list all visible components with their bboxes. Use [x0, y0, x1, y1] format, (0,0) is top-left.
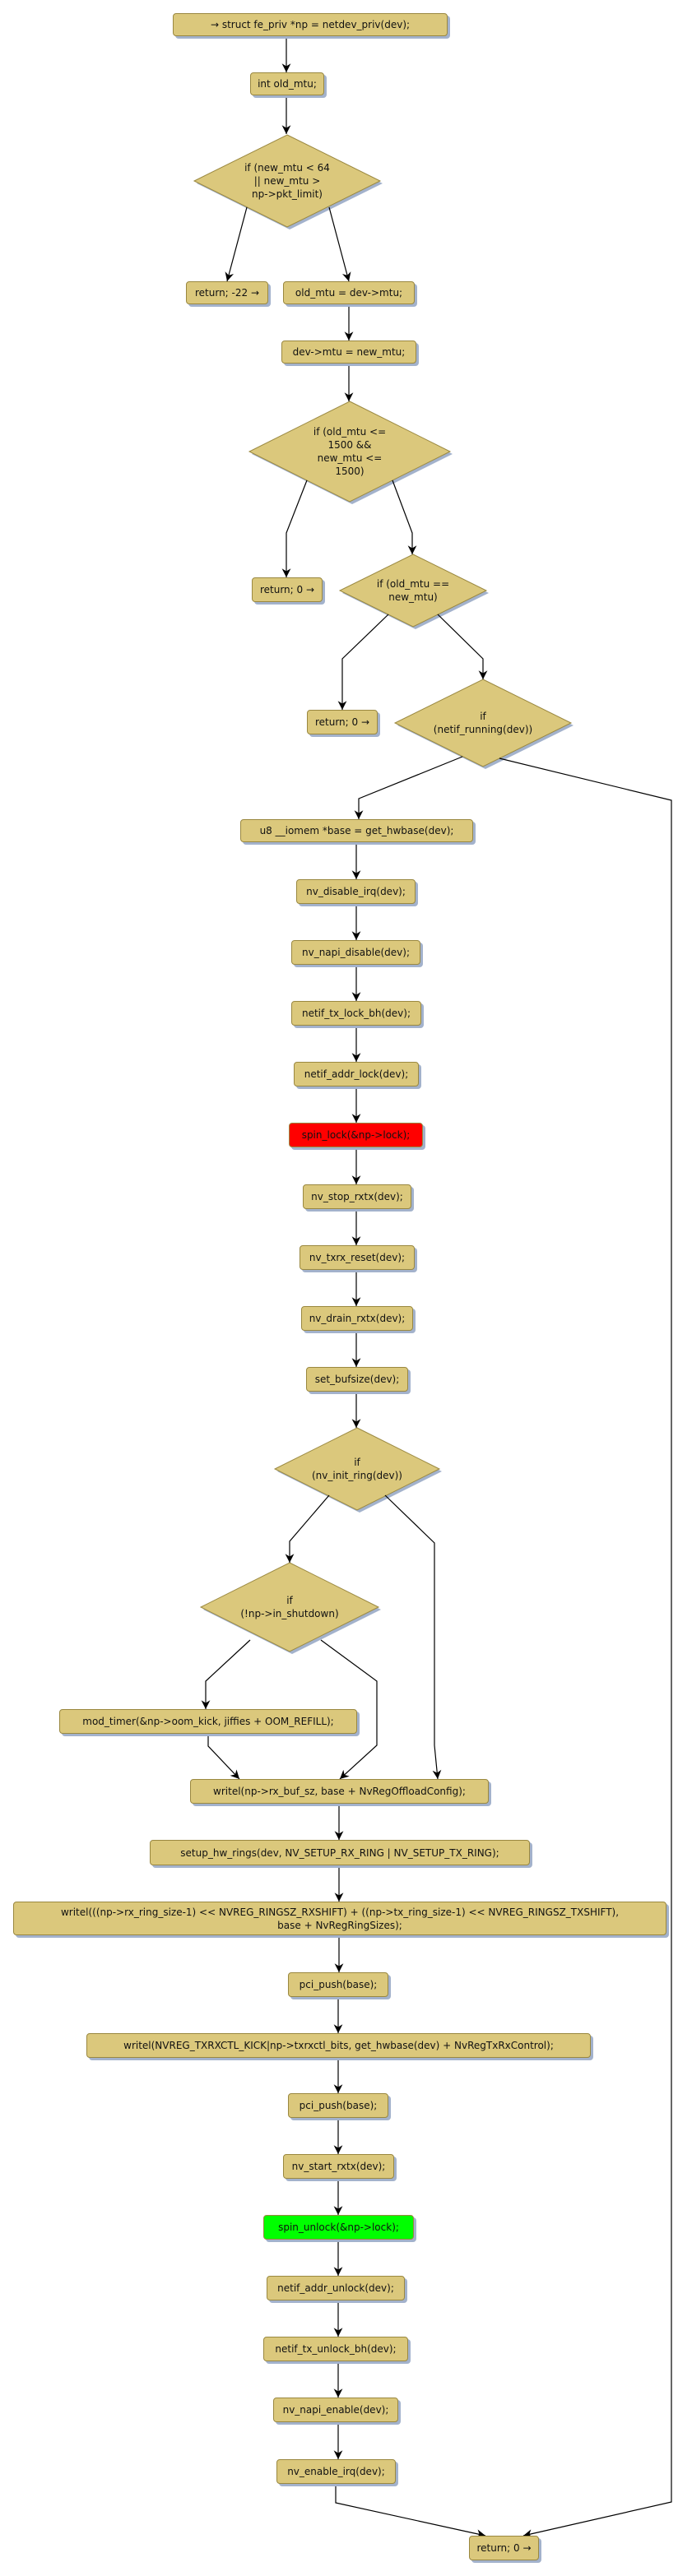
- decision-diamond-mtu-range: [193, 134, 382, 228]
- node-stop-rxtx: nv_stop_rxtx(dev);: [303, 1184, 411, 1209]
- flow-edge: [392, 480, 417, 554]
- flow-edge: [328, 206, 351, 282]
- node-old-mtu-assign: old_mtu = dev->mtu;: [283, 281, 415, 304]
- node-spin-lock: spin_lock(&np->lock);: [289, 1123, 423, 1147]
- node-writel-ring: writel(((np->rx_ring_size-1) << NVREG_RI…: [13, 1902, 666, 1935]
- decision-label-line: if: [286, 1595, 293, 1606]
- decision-diamond-mtu-small: [248, 401, 452, 503]
- flow-edge: [384, 1494, 442, 1780]
- decision-label-line: 1500): [335, 466, 365, 477]
- decision-label-line: if: [480, 711, 486, 722]
- node-addr-unlock: netif_addr_unlock(dev);: [267, 2276, 405, 2300]
- node-return-minus22: return; -22 →: [186, 281, 268, 304]
- node-enable-irq: nv_enable_irq(dev);: [276, 2459, 396, 2484]
- node-dev-mtu-assign: dev->mtu = new_mtu;: [281, 341, 416, 364]
- node-txrx-reset: nv_txrx_reset(dev);: [300, 1245, 415, 1270]
- node-set-bufsize: set_bufsize(dev);: [306, 1367, 408, 1392]
- decision-label-line: (nv_init_ring(dev)): [311, 1470, 402, 1481]
- flow-edge: [437, 614, 488, 679]
- decision-label-netif-running: if (netif_running(dev)): [395, 679, 571, 767]
- decision-label-line: if (old_mtu <=: [313, 426, 387, 438]
- node-napi-enable: nv_napi_enable(dev);: [273, 2398, 398, 2422]
- decision-label-mtu-small: if (old_mtu <=1500 &&new_mtu <= 1500): [249, 401, 450, 502]
- decision-diamond-init-ring: [273, 1427, 441, 1511]
- decision-label-in-shutdown: if (!np->in_shutdown): [201, 1563, 378, 1652]
- node-tx-lock: netif_tx_lock_bh(dev);: [291, 1001, 421, 1026]
- flow-edge: [499, 758, 672, 2538]
- node-pci-push-1: pci_push(base);: [288, 1972, 388, 1997]
- node-spin-unlock: spin_unlock(&np->lock);: [263, 2215, 414, 2240]
- flow-edge: [207, 1734, 240, 1780]
- node-old-mtu-decl: int old_mtu;: [250, 72, 324, 95]
- node-mod-timer: mod_timer(&np->oom_kick, jiffies + OOM_R…: [59, 1709, 357, 1734]
- flow-edge: [337, 614, 389, 710]
- decision-label-line: 1500 &&: [327, 439, 372, 451]
- node-addr-lock: netif_addr_lock(dev);: [294, 1062, 419, 1086]
- node-drain-rxtx: nv_drain_rxtx(dev);: [301, 1306, 413, 1331]
- flow-edge: [285, 1494, 330, 1563]
- node-writel-kick: writel(NVREG_TXRXCTL_KICK|np->txrxctl_bi…: [86, 2033, 591, 2058]
- decision-label-line: if: [354, 1457, 360, 1468]
- decision-label-line: if (new_mtu < 64: [244, 162, 330, 174]
- flow-edge: [225, 206, 248, 282]
- decision-label-line: new_mtu): [388, 591, 438, 603]
- node-disable-irq: nv_disable_irq(dev);: [296, 879, 416, 904]
- decision-label-line: if (old_mtu ==: [376, 578, 450, 590]
- decision-label-line: new_mtu <=: [317, 452, 383, 464]
- node-return-0-a: return; 0 →: [252, 577, 323, 602]
- decision-diamond-mtu-equal: [338, 554, 488, 628]
- decision-label-line: np->pkt_limit): [252, 188, 323, 200]
- decision-diamond-netif-running: [393, 679, 573, 767]
- flow-edge: [335, 2484, 486, 2538]
- node-start-rxtx: nv_start_rxtx(dev);: [283, 2154, 394, 2179]
- node-writel-offload: writel(np->rx_buf_sz, base + NvRegOffloa…: [190, 1779, 489, 1804]
- node-return-0-b: return; 0 →: [307, 710, 378, 734]
- node-pci-push-2: pci_push(base);: [288, 2093, 388, 2118]
- flow-edge: [201, 1639, 251, 1709]
- decision-label-line: || new_mtu >: [253, 175, 321, 187]
- flow-edge: [354, 756, 463, 819]
- decision-label-line: (netif_running(dev)): [433, 724, 533, 735]
- flow-edge: [281, 480, 308, 577]
- node-get-base: u8 __iomem *base = get_hwbase(dev);: [240, 819, 473, 842]
- decision-diamond-in-shutdown: [199, 1562, 380, 1652]
- node-entry: → struct fe_priv *np = netdev_priv(dev);: [173, 13, 448, 36]
- node-setup-hw-rings: setup_hw_rings(dev, NV_SETUP_RX_RING | N…: [150, 1840, 530, 1865]
- decision-label-mtu-range: if (new_mtu < 64|| new_mtu >np->pkt_limi…: [194, 135, 380, 227]
- node-label-line: writel(((np->rx_ring_size-1) << NVREG_RI…: [60, 1906, 620, 1918]
- flow-edge: [320, 1639, 378, 1780]
- decision-label-init-ring: if (nv_init_ring(dev)): [275, 1428, 439, 1510]
- node-tx-unlock: netif_tx_unlock_bh(dev);: [263, 2337, 408, 2361]
- node-napi-disable: nv_napi_disable(dev);: [291, 940, 420, 965]
- node-label-line: base + NvRegRingSizes);: [277, 1919, 402, 1931]
- node-return-final: return; 0 →: [469, 2536, 539, 2560]
- decision-label-line: (!np->in_shutdown): [240, 1608, 339, 1619]
- decision-label-mtu-equal: if (old_mtu ==new_mtu): [340, 554, 486, 627]
